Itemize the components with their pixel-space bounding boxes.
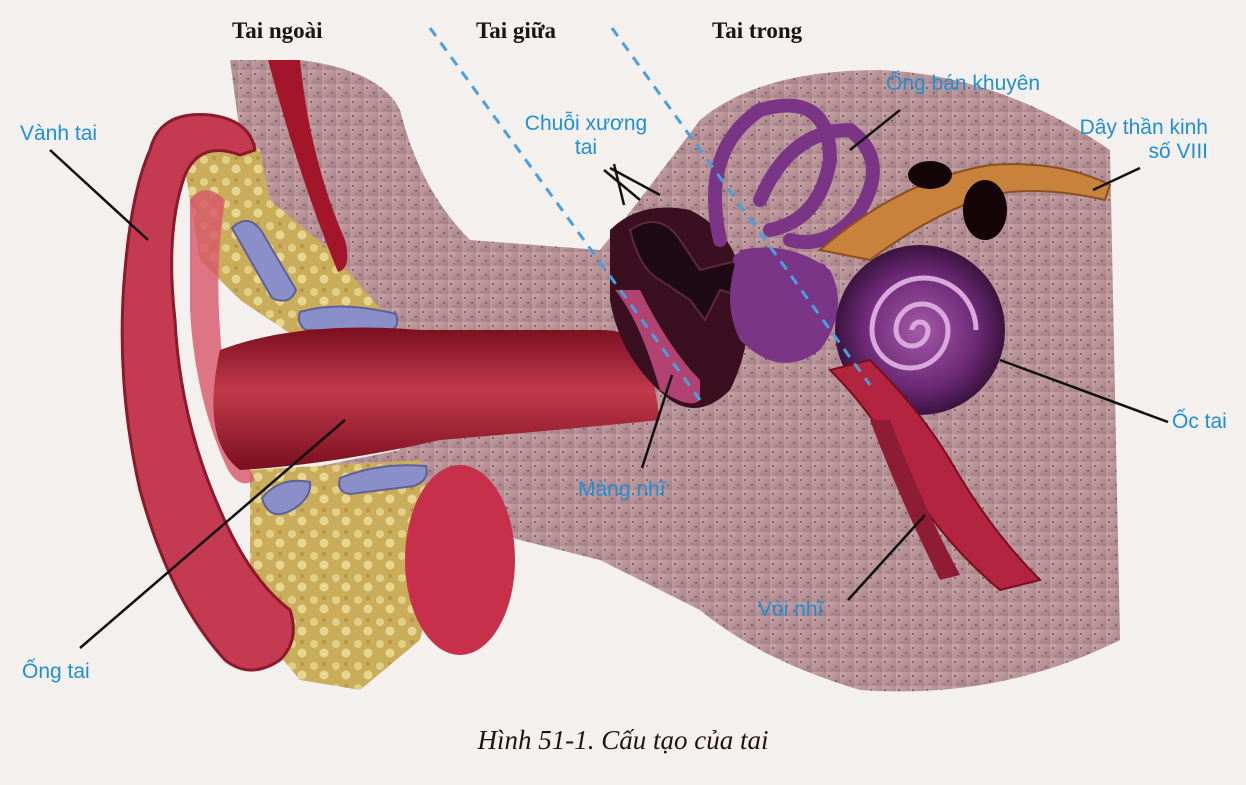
nerve-hole-2 — [963, 180, 1007, 240]
label-nerve-line1: Dây thần kinh — [1068, 116, 1208, 140]
label-nerve-line2: số VIII — [1068, 140, 1208, 164]
label-ossicles-line2: tai — [506, 136, 666, 160]
title-middle-ear: Tai giữa — [476, 18, 556, 44]
title-inner-ear: Tai trong — [712, 18, 802, 44]
label-pinna: Vành tai — [20, 122, 97, 146]
label-ear-canal: Ống tai — [22, 660, 90, 684]
label-cochlea: Ốc tai — [1172, 410, 1227, 434]
nerve-hole-1 — [908, 161, 952, 189]
label-ossicles-line1: Chuỗi xương — [506, 112, 666, 136]
label-eardrum: Màng nhĩ — [578, 478, 666, 502]
label-eustachian: Vòi nhĩ — [758, 598, 823, 622]
label-ossicles: Chuỗi xương tai — [506, 112, 666, 160]
gland — [405, 465, 515, 655]
figure-caption: Hình 51-1. Cấu tạo của tai — [0, 725, 1246, 756]
cartilage-2 — [299, 306, 397, 330]
leader-pinna — [50, 150, 148, 240]
label-nerve: Dây thần kinh số VIII — [1068, 116, 1208, 164]
title-outer-ear: Tai ngoài — [232, 18, 323, 44]
label-semicircular: Ống bán khuyên — [886, 72, 1040, 96]
